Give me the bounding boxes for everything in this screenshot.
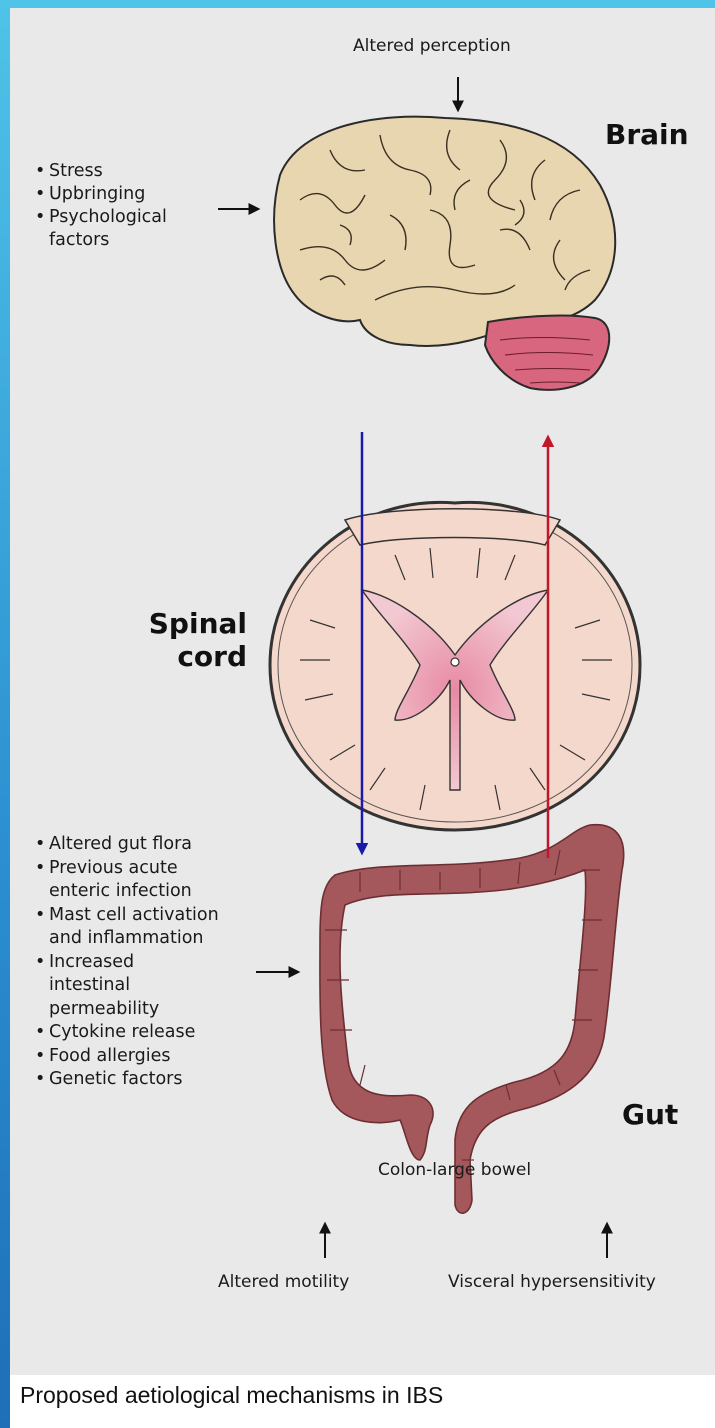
- list-item: Psychological factors: [35, 206, 167, 252]
- gut-factors-list: Altered gut flora Previous acute enteric…: [35, 833, 219, 1092]
- list-item: Previous acute enteric infection: [35, 857, 219, 904]
- colon-illustration: [320, 825, 624, 1214]
- colon-label: Colon-large bowel: [378, 1160, 531, 1180]
- list-item: Increased intestinal permeability: [35, 951, 219, 1022]
- list-item: Genetic factors: [35, 1068, 219, 1092]
- list-item: Food allergies: [35, 1045, 219, 1069]
- brain-label: Brain: [605, 118, 689, 151]
- altered-perception-label: Altered perception: [353, 36, 511, 56]
- list-item: Upbringing: [35, 183, 167, 206]
- gut-label: Gut: [622, 1098, 678, 1131]
- list-item: Altered gut flora: [35, 833, 219, 857]
- list-item: Cytokine release: [35, 1021, 219, 1045]
- list-item: Stress: [35, 160, 167, 183]
- spinal-cord-illustration: [270, 502, 640, 830]
- visceral-hypersensitivity-label: Visceral hypersensitivity: [448, 1272, 656, 1292]
- list-item: Mast cell activation and inflammation: [35, 904, 219, 951]
- brain-factors-list: Stress Upbringing Psychological factors: [35, 160, 167, 252]
- altered-motility-label: Altered motility: [218, 1272, 349, 1292]
- spinal-cord-label: Spinal cord: [147, 607, 247, 673]
- figure-caption: Proposed aetiological mechanisms in IBS: [20, 1382, 443, 1409]
- brain-illustration: [274, 117, 615, 390]
